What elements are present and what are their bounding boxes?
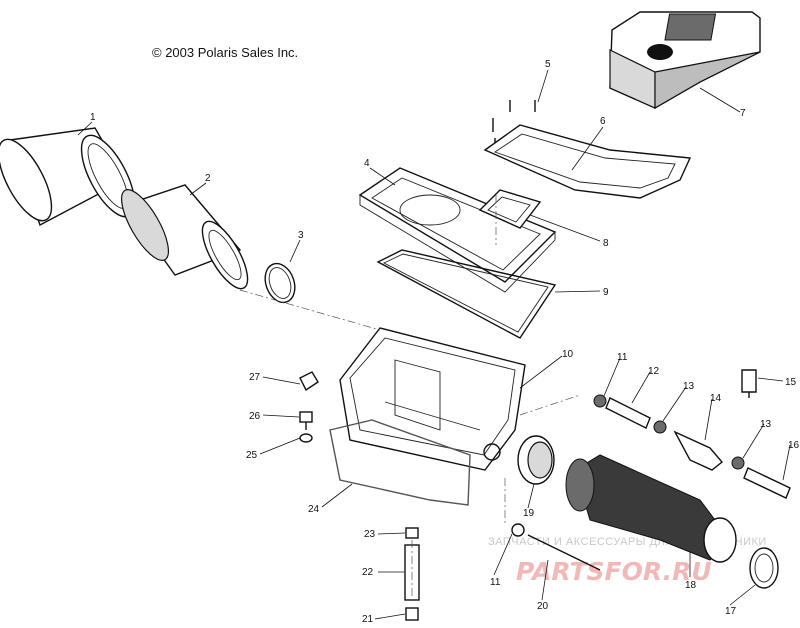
part-14-valve — [673, 430, 724, 471]
callout-13b: 13 — [760, 419, 772, 430]
callout-18: 18 — [685, 580, 697, 591]
callout-7: 7 — [740, 108, 746, 119]
callout-15: 15 — [785, 377, 797, 388]
callout-labels: 1 2 3 4 5 6 7 8 9 10 11 12 13 14 15 13 1… — [90, 59, 800, 625]
callout-3: 3 — [298, 230, 304, 241]
callout-4: 4 — [364, 158, 370, 169]
part-17-clamp-ring — [749, 547, 779, 589]
part-11-fitting-upper — [593, 394, 607, 408]
callout-16: 16 — [788, 440, 800, 451]
callout-25: 25 — [246, 450, 258, 461]
part-20-hose — [527, 534, 601, 571]
part-26-bolt — [299, 411, 313, 430]
part-13-clamp-upper — [653, 420, 667, 434]
part-27-clip — [299, 371, 319, 392]
part-25-washer — [299, 433, 313, 443]
callout-13a: 13 — [683, 381, 695, 392]
callout-6: 6 — [600, 116, 606, 127]
part-11-fitting-lower — [511, 523, 525, 537]
callout-11b: 11 — [490, 577, 501, 588]
callout-1: 1 — [90, 112, 96, 123]
callout-17: 17 — [725, 606, 737, 617]
callout-26: 26 — [249, 411, 261, 422]
callout-8: 8 — [603, 238, 609, 249]
part-24-shield — [329, 419, 471, 506]
part-16-hose — [743, 467, 791, 499]
part-10-airbox-body — [339, 327, 526, 471]
callout-14: 14 — [710, 393, 722, 404]
callout-20: 20 — [537, 601, 549, 612]
callout-10: 10 — [562, 349, 574, 360]
part-15-bracket — [741, 369, 757, 398]
copyright-text: © 2003 Polaris Sales Inc. — [152, 45, 298, 60]
part-7-cover-pad — [609, 11, 761, 110]
callout-11a: 11 — [617, 352, 628, 363]
part-6-duct-cover — [483, 124, 692, 199]
callout-27: 27 — [249, 372, 261, 383]
part-4-cover-frame — [358, 167, 557, 293]
part-3-clamp — [264, 262, 296, 304]
watermark-brand: PARTSFOR.RU — [516, 557, 712, 586]
part-2-filter-element — [121, 184, 249, 290]
callout-12: 12 — [648, 366, 660, 377]
callout-22: 22 — [362, 567, 374, 578]
assembly-center-lines — [239, 195, 581, 600]
part-1-filter-sleeve — [0, 127, 136, 226]
part-12-hose — [605, 397, 651, 429]
callout-24: 24 — [308, 504, 320, 515]
callout-21: 21 — [362, 614, 374, 625]
callout-leaders — [77, 69, 791, 620]
callout-23: 23 — [364, 529, 376, 540]
part-21-clamp — [405, 607, 419, 621]
part-23-clamp — [405, 527, 419, 539]
callout-19: 19 — [523, 508, 535, 519]
callout-9: 9 — [603, 287, 609, 298]
part-18-intake-boot — [565, 454, 737, 563]
part-19-boot-ring — [517, 435, 555, 485]
part-9-gasket — [376, 249, 557, 339]
part-8-seal — [478, 189, 542, 229]
callout-2: 2 — [205, 173, 211, 184]
callout-5: 5 — [545, 59, 551, 70]
part-13-clamp-lower — [731, 456, 745, 470]
